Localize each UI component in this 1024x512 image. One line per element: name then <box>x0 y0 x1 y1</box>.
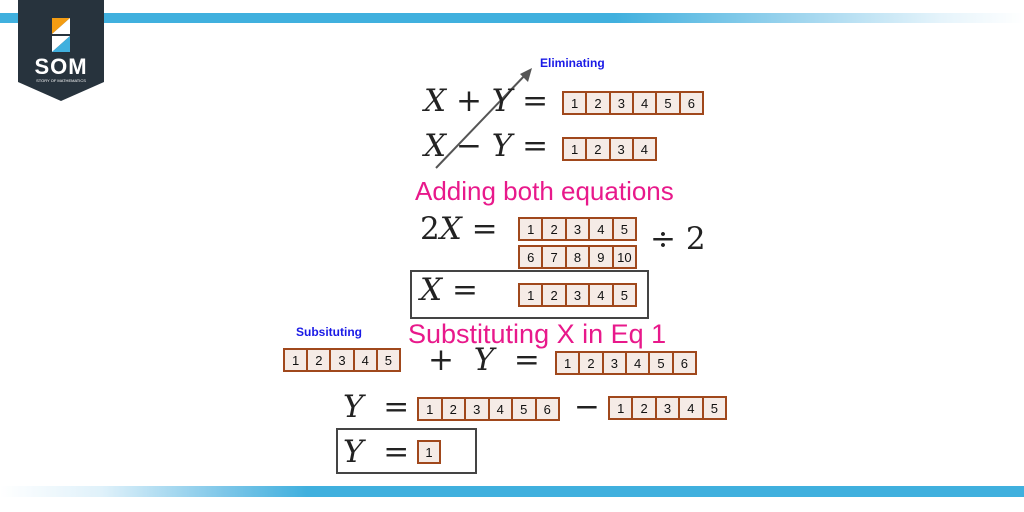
number-cell: 4 <box>627 353 651 373</box>
number-cell: 6 <box>687 95 695 111</box>
bottom-accent-bar <box>0 486 1024 497</box>
som-logo: SOM STORY OF MATHEMATICS <box>18 0 104 101</box>
number-cell: 2 <box>587 93 611 113</box>
sum-lhs: 2X = <box>420 211 498 247</box>
brand-tagline: STORY OF MATHEMATICS <box>36 78 86 83</box>
number-cell: 6 <box>520 247 544 267</box>
x-result-frame <box>410 270 649 319</box>
number-cell: 8 <box>567 247 591 267</box>
number-cell: 9 <box>590 247 614 267</box>
number-cell: 1 <box>419 399 443 419</box>
logo-badge-icon <box>18 0 104 101</box>
adding-heading: Adding both equations <box>415 176 674 206</box>
eq1-lhs: X + Y = <box>424 83 549 119</box>
x-result-lhs: X = <box>420 272 478 308</box>
subst-middle: + Y = <box>428 342 540 378</box>
y-result-frame <box>336 428 477 474</box>
number-cell: 5 <box>710 400 718 416</box>
number-cell: 1 <box>425 444 433 460</box>
number-cell: 2 <box>587 139 611 159</box>
number-cell: 4 <box>490 399 513 419</box>
number-cell: 3 <box>567 285 591 305</box>
number-cell: 3 <box>466 399 490 419</box>
number-cell: 3 <box>657 398 681 418</box>
number-cell: 4 <box>590 219 614 239</box>
number-cell: 4 <box>640 141 648 157</box>
eq2-lhs: X − Y = <box>424 128 549 164</box>
y-result-lhs: Y = <box>343 434 410 470</box>
number-cell: 2 <box>443 399 466 419</box>
number-cell: 10 <box>617 249 632 265</box>
number-cell: 1 <box>285 350 309 370</box>
number-cell: 5 <box>650 353 674 373</box>
y-calc-lhs: Y = <box>343 389 410 425</box>
number-cell: 2 <box>543 285 567 305</box>
y-calc-minus: − <box>574 389 600 425</box>
number-cell: 7 <box>543 247 567 267</box>
number-cell: 4 <box>355 350 378 370</box>
number-cell: 4 <box>634 93 658 113</box>
number-cell: 4 <box>680 398 704 418</box>
number-cell: 1 <box>564 139 588 159</box>
number-cell: 2 <box>308 350 332 370</box>
number-cell: 2 <box>580 353 604 373</box>
subsituting-label: Subsituting <box>296 325 362 339</box>
number-cell: 3 <box>611 139 634 159</box>
top-accent-bar <box>0 13 1024 23</box>
substituting-heading: Substituting X in Eq 1 <box>408 319 667 349</box>
number-cell: 3 <box>331 350 355 370</box>
number-cell: 3 <box>567 219 591 239</box>
y-result-cells: 1 <box>417 440 441 464</box>
divide-by-two: ÷ 2 <box>650 221 706 257</box>
number-cell: 1 <box>557 353 581 373</box>
number-cell: 2 <box>633 398 657 418</box>
number-cell: 5 <box>384 352 393 368</box>
brand-name: SOM <box>34 54 88 79</box>
number-cell: 1 <box>610 398 634 418</box>
number-cell: 6 <box>543 401 551 417</box>
elimination-arrow-icon <box>435 68 532 169</box>
number-cell: 6 <box>680 355 688 371</box>
number-cell: 5 <box>620 287 628 303</box>
number-cell: 5 <box>657 93 681 113</box>
number-cell: 3 <box>611 93 634 113</box>
number-cell: 2 <box>543 219 567 239</box>
eliminating-label: Eliminating <box>540 56 605 70</box>
number-cell: 4 <box>590 285 614 305</box>
number-cell: 5 <box>620 221 628 237</box>
number-cell: 1 <box>520 285 544 305</box>
number-cell: 1 <box>520 219 544 239</box>
number-cell: 5 <box>513 399 537 419</box>
number-cell: 1 <box>564 93 588 113</box>
number-cell: 3 <box>604 353 627 373</box>
